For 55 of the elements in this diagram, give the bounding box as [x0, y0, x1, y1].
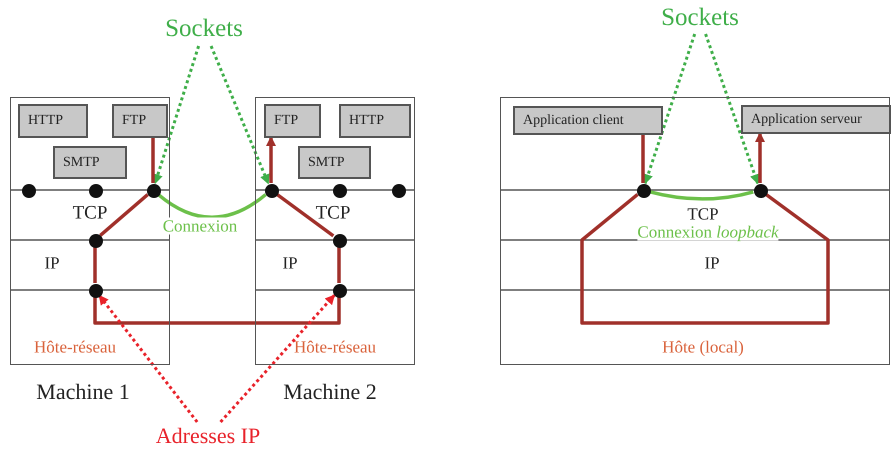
protocol-box: SMTP	[298, 146, 371, 179]
protocol-box: HTTP	[339, 104, 411, 138]
dotted-arrow	[210, 45, 270, 184]
socket-dot	[89, 234, 103, 248]
connector-line	[649, 190, 754, 201]
protocol-box: FTP	[112, 104, 168, 138]
socket-dot	[22, 184, 36, 198]
arrow	[266, 136, 276, 183]
layer-label: IP	[704, 254, 720, 272]
layer-label: IP	[282, 254, 298, 272]
machine-caption: Machine 2	[283, 381, 377, 403]
connector-line	[93, 247, 97, 283]
edge-label: Connexion	[162, 218, 238, 234]
layer-label: Hôte-réseau	[34, 338, 116, 356]
layer-label: IP	[44, 254, 60, 272]
edge-label: Connexion loopback	[637, 224, 779, 240]
dotted-arrow	[153, 46, 200, 184]
socket-dot	[89, 284, 103, 298]
dotted-arrow	[98, 294, 198, 423]
protocol-box: Application serveur	[741, 105, 891, 134]
socket-dot	[333, 184, 347, 198]
connector-line	[641, 134, 645, 183]
protocol-box: FTP	[264, 104, 321, 138]
socket-dot	[754, 184, 768, 198]
dotted-arrow	[219, 294, 336, 423]
socket-dot	[637, 184, 651, 198]
connector-line	[337, 247, 341, 283]
dotted-arrow	[704, 34, 760, 184]
layer-label: TCP	[687, 206, 719, 222]
socket-dot	[333, 234, 347, 248]
socket-dot	[89, 184, 103, 198]
connector-line	[276, 192, 334, 238]
callout-label: Sockets	[664, 2, 736, 34]
protocol-box: HTTP	[18, 104, 88, 138]
socket-dot	[333, 284, 347, 298]
socket-dot	[147, 184, 161, 198]
arrow	[755, 132, 765, 183]
socket-dot	[265, 184, 279, 198]
protocol-stack-box	[500, 97, 890, 365]
machine-caption: Machine 1	[36, 381, 130, 403]
layer-label: TCP	[316, 204, 350, 222]
socket-dot	[392, 184, 406, 198]
callout-label: Sockets	[168, 12, 240, 46]
dotted-arrow	[643, 34, 696, 184]
connector-line	[99, 193, 149, 237]
layer-label: TCP	[72, 204, 108, 222]
layer-label: Hôte (local)	[662, 338, 744, 356]
layer-label: Hôte-réseau	[294, 338, 376, 356]
protocol-box: Application client	[513, 106, 663, 135]
callout-label: Adresses IP	[143, 422, 273, 450]
connector-line	[157, 193, 267, 220]
protocol-box: SMTP	[53, 146, 127, 179]
connector-line	[151, 137, 155, 183]
protocol-stack-box	[255, 97, 415, 365]
connector-line	[580, 192, 830, 325]
